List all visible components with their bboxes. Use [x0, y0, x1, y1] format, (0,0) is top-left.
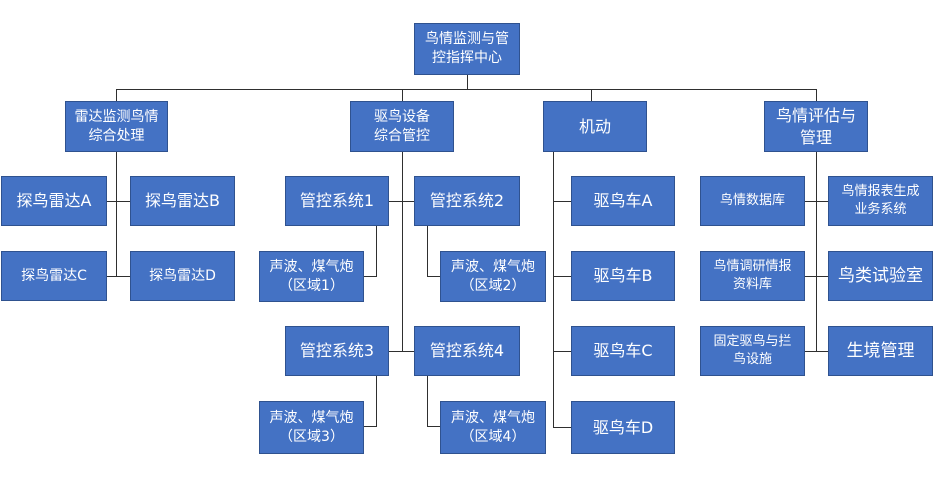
repel-device-1-line2: （区域1） [279, 277, 344, 294]
vehicle-node-a: 驱鸟车A [571, 176, 675, 226]
eval-left-2-line1: 鸟情调研情报 [713, 259, 792, 275]
radar-head-line2: 综合处理 [88, 127, 145, 144]
repel-device-1: 声波、煤气炮 （区域1） [259, 251, 364, 302]
connector-root-down [467, 75, 468, 89]
vehicle-node-c-label: 驱鸟车C [593, 341, 653, 361]
eval-right-1-line2: 业务系统 [854, 202, 907, 217]
repel-device-4-line2: （区域4） [460, 428, 526, 445]
repel-device-1-line1: 声波、煤气炮 [269, 258, 354, 275]
radar-node-c: 探鸟雷达C [1, 251, 107, 301]
repel-system-3: 管控系统3 [285, 326, 389, 376]
root-node: 鸟情监测与管控指挥中心 [414, 23, 520, 75]
repel-device-3: 声波、煤气炮 （区域3） [259, 401, 364, 454]
eval-left-3-line2: 鸟设施 [732, 352, 772, 367]
repel-device-3-line1: 声波、煤气炮 [269, 409, 354, 426]
eval-right-node-1: 鸟情报表生成业务系统 [828, 176, 933, 226]
connector-radar-trunk [116, 152, 117, 276]
eval-head-line2: 管理 [799, 127, 832, 147]
connector-mobile-trunk [553, 152, 554, 427]
mobile-head-node: 机动 [543, 101, 647, 152]
connector-mobile-row1 [553, 201, 571, 202]
eval-left-node-3: 固定驱鸟与拦鸟设施 [700, 326, 805, 376]
repel-head-node: 驱鸟设备综合管控 [350, 101, 454, 152]
connector-sys4-dev [427, 376, 428, 426]
repel-device-4: 声波、煤气炮 （区域4） [440, 401, 546, 454]
eval-head-node: 鸟情评估与管理 [764, 101, 868, 152]
eval-right-node-2: 鸟类试验室 [828, 251, 933, 301]
connector-sys2-dev-h [427, 276, 440, 277]
vehicle-node-d-label: 驱鸟车D [592, 417, 654, 437]
connector-to-eval [816, 89, 817, 101]
eval-left-node-1: 鸟情数据库 [700, 176, 805, 226]
connector-sys2-dev [427, 226, 428, 276]
connector-to-mobile [591, 89, 592, 101]
eval-right-1-line1: 鸟情报表生成 [841, 184, 920, 200]
repel-device-2: 声波、煤气炮 （区域2） [440, 251, 546, 302]
connector-eval-row1 [805, 201, 828, 202]
connector-repel-row2 [389, 351, 414, 352]
repel-system-4: 管控系统4 [414, 326, 520, 376]
radar-head-node: 雷达监测鸟情综合处理 [65, 101, 168, 152]
connector-top-bus [116, 89, 816, 90]
radar-node-d: 探鸟雷达D [130, 251, 235, 301]
connector-eval-trunk [816, 152, 817, 351]
repel-system-1-label: 管控系统1 [299, 191, 375, 211]
radar-node-a-label: 探鸟雷达A [16, 191, 92, 211]
connector-sys3-dev [376, 376, 377, 426]
radar-node-b: 探鸟雷达B [130, 176, 235, 226]
eval-right-3-line1: 生境管理 [846, 340, 915, 361]
repel-device-2-line2: （区域2） [460, 277, 526, 294]
connector-radar-row2 [107, 276, 130, 277]
connector-eval-row3 [805, 351, 828, 352]
root-line2: 控指挥中心 [432, 50, 502, 66]
connector-repel-row1 [389, 201, 414, 202]
repel-system-2: 管控系统2 [414, 176, 520, 226]
connector-mobile-row4 [553, 427, 571, 428]
eval-head-line1: 鸟情评估与 [775, 105, 856, 125]
connector-radar-row1 [107, 201, 130, 202]
eval-left-2-line2: 资料库 [732, 277, 772, 292]
vehicle-node-b-label: 驱鸟车B [593, 266, 653, 286]
radar-node-d-label: 探鸟雷达D [149, 267, 216, 284]
radar-node-b-label: 探鸟雷达B [145, 191, 220, 211]
connector-sys1-dev-h [364, 276, 377, 277]
connector-to-radar [116, 89, 117, 101]
connector-sys4-dev-h [427, 426, 440, 427]
connector-mobile-row2 [553, 276, 571, 277]
repel-device-3-line2: （区域3） [279, 428, 344, 445]
eval-right-2-line1: 鸟类试验室 [838, 265, 923, 286]
repel-system-1: 管控系统1 [285, 176, 389, 226]
vehicle-node-d: 驱鸟车D [571, 401, 675, 454]
eval-left-1-line1: 鸟情数据库 [719, 193, 785, 209]
connector-sys3-dev-h [364, 426, 377, 427]
mobile-head-label: 机动 [578, 116, 611, 136]
eval-left-3-line1: 固定驱鸟与拦 [713, 334, 792, 350]
root-line1: 鸟情监测与管 [425, 31, 509, 48]
connector-eval-row2 [805, 276, 828, 277]
vehicle-node-a-label: 驱鸟车A [593, 191, 653, 211]
radar-node-a: 探鸟雷达A [1, 176, 107, 226]
eval-left-node-2: 鸟情调研情报资料库 [700, 251, 805, 301]
repel-device-4-line1: 声波、煤气炮 [451, 409, 535, 426]
repel-system-2-label: 管控系统2 [429, 191, 505, 211]
connector-to-repel [402, 89, 403, 101]
vehicle-node-b: 驱鸟车B [571, 251, 675, 301]
repel-head-line1: 驱鸟设备 [374, 108, 430, 125]
repel-system-3-label: 管控系统3 [299, 341, 375, 361]
repel-head-line2: 综合管控 [374, 127, 430, 144]
repel-device-2-line1: 声波、煤气炮 [451, 258, 535, 275]
connector-sys1-dev [376, 226, 377, 276]
eval-right-node-3: 生境管理 [828, 326, 933, 376]
repel-system-4-label: 管控系统4 [429, 341, 505, 361]
radar-node-c-label: 探鸟雷达C [21, 267, 87, 284]
connector-mobile-row3 [553, 351, 571, 352]
connector-repel-trunk [402, 152, 403, 351]
vehicle-node-c: 驱鸟车C [571, 326, 675, 376]
radar-head-line1: 雷达监测鸟情 [74, 108, 159, 125]
